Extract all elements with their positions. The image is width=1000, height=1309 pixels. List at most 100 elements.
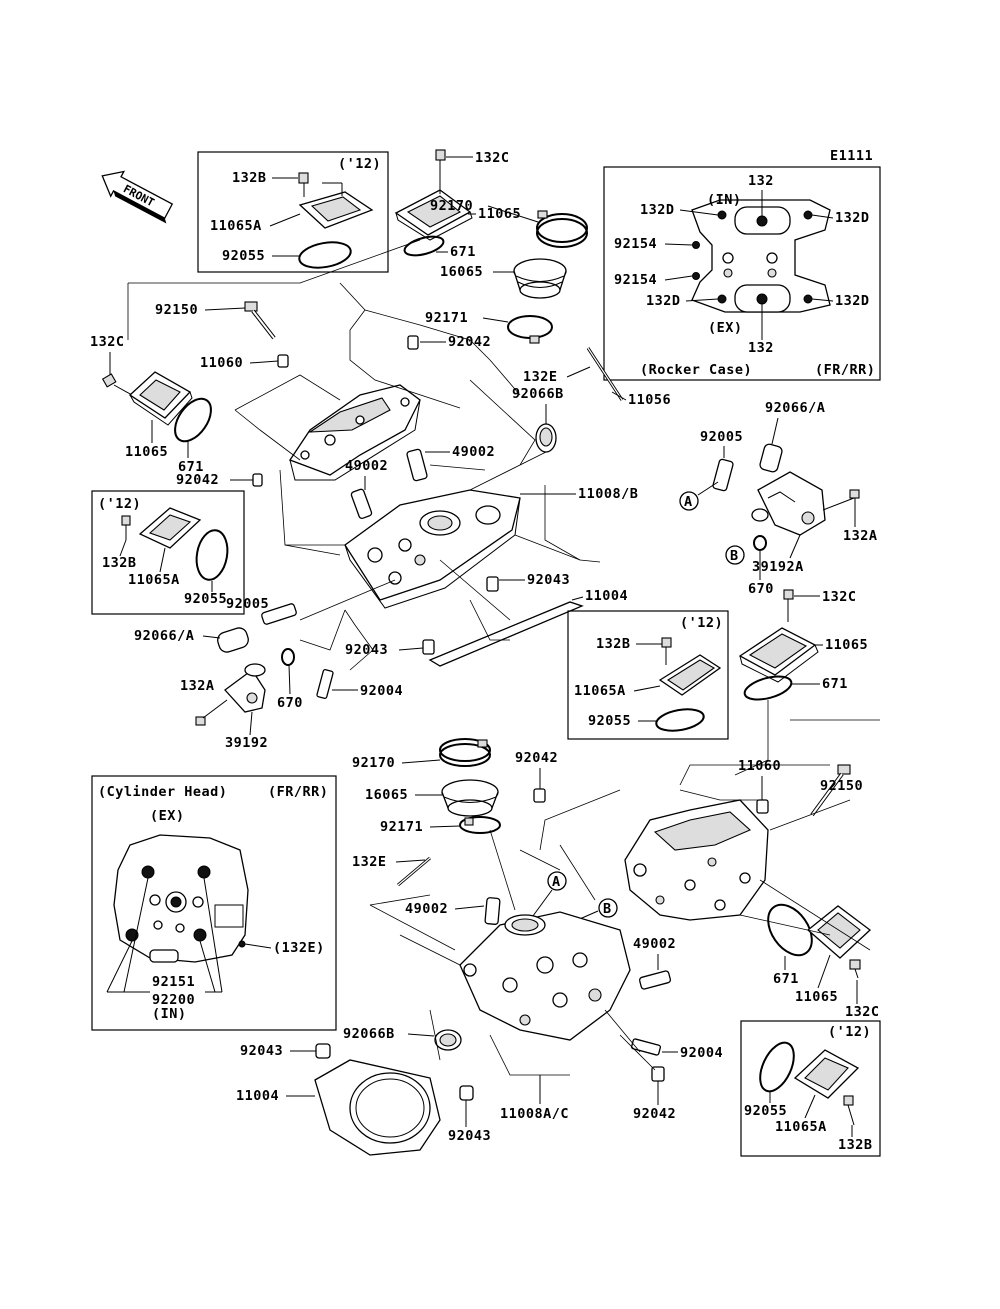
label-92042-left: 92042 bbox=[176, 472, 219, 488]
label-39192A: 39192A bbox=[752, 559, 804, 575]
cover-plate-icon bbox=[793, 1049, 860, 1099]
cover-plate-icon bbox=[138, 507, 202, 549]
bolt-icon bbox=[849, 959, 861, 979]
ref-marker-a-top bbox=[679, 491, 699, 511]
label-11065A-a: 11065A bbox=[210, 218, 262, 234]
cover-plate-icon bbox=[298, 191, 374, 229]
rocker-case-title: (Rocker Case) bbox=[640, 362, 752, 378]
label-92043-top: 92043 bbox=[527, 572, 570, 588]
label-11065A-left: 11065A bbox=[128, 572, 180, 588]
label-11008AC: 11008A/C bbox=[500, 1106, 569, 1122]
label-132D-bl: 132D bbox=[646, 293, 681, 309]
label-11004-bottom: 11004 bbox=[236, 1088, 279, 1104]
label-132B-mid: 132B bbox=[596, 636, 631, 652]
inset-box-cylinder-head bbox=[91, 775, 337, 1031]
label-49002-bottom-right: 49002 bbox=[633, 936, 676, 952]
cylinder-head-in-label: (IN) bbox=[152, 1006, 187, 1022]
dowel-pin-icon bbox=[252, 473, 263, 487]
intake-boot-icon bbox=[441, 779, 499, 817]
year-tag-label-bottom: ('12) bbox=[828, 1024, 871, 1040]
intake-boot-icon bbox=[513, 258, 567, 299]
dowel-pin-icon bbox=[533, 788, 546, 803]
ref-marker-b-top-label: B bbox=[730, 548, 739, 564]
label-92042-mid: 92042 bbox=[515, 750, 558, 766]
label-132E-bottom: 132E bbox=[352, 854, 387, 870]
dowel-sleeve-icon bbox=[261, 603, 297, 625]
head-gasket-lower-icon bbox=[314, 1059, 441, 1156]
bolt-icon bbox=[298, 172, 309, 197]
label-92151: 92151 bbox=[152, 974, 195, 990]
diagram-code: E1111 bbox=[830, 148, 873, 164]
cap-plug-icon bbox=[535, 423, 557, 453]
washer-icon bbox=[756, 799, 769, 814]
dowel-pin-icon bbox=[315, 1043, 331, 1059]
dowel-sleeve-icon bbox=[712, 458, 734, 492]
label-92004-top: 92004 bbox=[360, 683, 403, 699]
hose-clamp-icon bbox=[536, 210, 588, 248]
gasket-ring-icon bbox=[298, 241, 352, 269]
label-132A-left: 132A bbox=[180, 678, 215, 694]
label-92043-bottom-left: 92043 bbox=[240, 1043, 283, 1059]
washer-icon bbox=[277, 354, 289, 368]
label-671-bottom: 671 bbox=[773, 971, 799, 987]
label-92066B-top: 92066B bbox=[512, 386, 564, 402]
rocker-ex-label: (EX) bbox=[708, 320, 743, 336]
stud-icon bbox=[316, 668, 334, 700]
label-92043-bottom-right: 92043 bbox=[448, 1128, 491, 1144]
label-92154-a: 92154 bbox=[614, 236, 657, 252]
stud-bolt-icon bbox=[397, 856, 431, 887]
bolt-icon bbox=[783, 589, 794, 622]
label-132E-paren: (132E) bbox=[273, 940, 325, 956]
valve-guide-icon bbox=[638, 970, 672, 990]
label-132-top: 132 bbox=[748, 173, 774, 189]
dowel-pin-icon bbox=[486, 576, 499, 592]
year-tag-label-mid: ('12) bbox=[680, 615, 723, 631]
cylinder-head-variant: (FR/RR) bbox=[268, 784, 328, 800]
label-92055-bottom: 92055 bbox=[744, 1103, 787, 1119]
label-132D-tl: 132D bbox=[640, 202, 675, 218]
label-132C-right: 132C bbox=[822, 589, 857, 605]
inset-box-12-left bbox=[91, 490, 245, 615]
label-132B-bottom: 132B bbox=[838, 1137, 873, 1153]
ref-marker-a-top-label: A bbox=[684, 494, 693, 510]
rocker-cover-icon bbox=[128, 371, 193, 426]
cover-plate-icon bbox=[658, 654, 722, 696]
label-92005-right: 92005 bbox=[700, 429, 743, 445]
label-132B-a: 132B bbox=[232, 170, 267, 186]
inset-box-12-mid bbox=[567, 610, 729, 740]
label-39192: 39192 bbox=[225, 735, 268, 751]
label-132C-bottom: 132C bbox=[845, 1004, 880, 1020]
rocker-in-label: (IN) bbox=[707, 192, 742, 208]
long-bolt-icon bbox=[244, 301, 276, 340]
label-11065-right: 11065 bbox=[825, 637, 868, 653]
label-132C-top: 132C bbox=[475, 150, 510, 166]
label-16065-bottom: 16065 bbox=[365, 787, 408, 803]
label-670-right: 670 bbox=[748, 581, 774, 597]
bolt-icon bbox=[661, 637, 672, 665]
stud-bolt-icon bbox=[586, 347, 624, 401]
label-92055-mid: 92055 bbox=[588, 713, 631, 729]
rocker-cover-icon bbox=[738, 627, 819, 683]
cap-plug-icon bbox=[434, 1029, 462, 1051]
valve-guide-icon bbox=[406, 448, 428, 482]
label-132E-top: 132E bbox=[523, 369, 558, 385]
year-tag-label-left: ('12) bbox=[98, 496, 141, 512]
water-outlet-elbow-icon bbox=[224, 663, 266, 713]
label-670-left: 670 bbox=[277, 695, 303, 711]
water-fitting-icon bbox=[751, 471, 826, 536]
label-92066A-left: 92066/A bbox=[134, 628, 194, 644]
valve-guide-icon bbox=[484, 897, 501, 925]
assembly-guide-lines bbox=[127, 239, 880, 1076]
label-92066A-right: 92066/A bbox=[765, 400, 825, 416]
o-ring-icon bbox=[753, 535, 767, 551]
cap-plug-icon bbox=[217, 627, 249, 653]
long-bolt-icon bbox=[810, 764, 851, 817]
cylinder-head-lower-icon bbox=[459, 911, 631, 1041]
bolt-icon bbox=[843, 1095, 855, 1126]
label-11004-top: 11004 bbox=[585, 588, 628, 604]
dowel-pin-icon bbox=[407, 335, 419, 350]
rocker-case-top-view-icon bbox=[691, 199, 831, 313]
inset-box-12-bottom bbox=[740, 1020, 881, 1157]
front-arrow-icon: FRONT bbox=[101, 170, 174, 224]
hose-clamp-icon bbox=[507, 315, 553, 344]
